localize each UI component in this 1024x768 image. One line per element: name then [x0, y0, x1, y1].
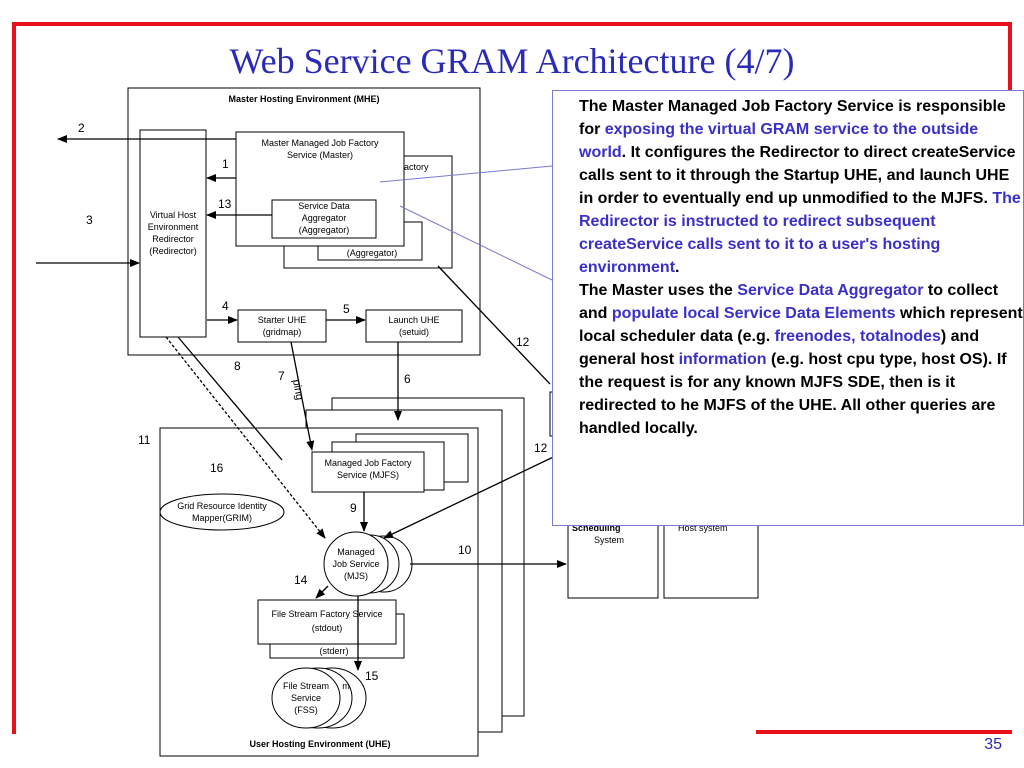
callout-paragraph-2: The Master uses the Service Data Aggrega… — [579, 279, 1023, 440]
mjs-line2: Job Service — [332, 559, 379, 569]
launch-uhe-line2: (setuid) — [399, 327, 429, 337]
line-12b — [437, 265, 551, 385]
scheduling-line2: System — [594, 535, 624, 545]
step-12a: 12 — [516, 335, 530, 349]
host-system-box — [663, 517, 759, 599]
mjs-circle — [323, 531, 389, 597]
grim-line1: Grid Resource Identity — [177, 501, 267, 511]
callout-text: which represent local scheduler data (e.… — [579, 305, 1023, 345]
file-factory-box — [257, 599, 397, 645]
aggregator-box — [271, 199, 377, 239]
callout-highlight: Service Data Aggregator — [737, 282, 924, 299]
step-15: 15 — [365, 669, 379, 683]
callout-pointer-2 — [399, 205, 553, 281]
callout-highlight: populate local Service Data Elements — [611, 305, 896, 322]
master-factory-line1: Master Managed Job Factory — [261, 138, 379, 148]
callout-highlight: exposing the virtual GRAM service to the… — [579, 121, 979, 161]
redirector-line1: Virtual Host — [150, 210, 197, 220]
grim-ellipse — [159, 493, 285, 531]
stderr-label: (stderr) — [320, 646, 349, 656]
arrow-8 — [165, 336, 326, 539]
step-10: 10 — [458, 543, 472, 557]
redirector-box — [139, 129, 207, 338]
scheduling-line1: Scheduling — [572, 523, 621, 533]
redirector-line2: Environment — [148, 222, 199, 232]
mjfs-box — [311, 451, 425, 493]
step-8: 8 — [234, 359, 241, 373]
callout-box: The Master Managed Job Factory Service i… — [552, 90, 1024, 526]
starter-uhe-line2: (gridmap) — [263, 327, 302, 337]
fss-ellipse — [271, 667, 341, 729]
step-3: 3 — [86, 213, 93, 227]
page-number: 35 — [984, 736, 1002, 753]
step-6: 6 — [404, 372, 411, 386]
callout-text: . — [675, 259, 680, 276]
arrow-12 — [383, 449, 569, 539]
callout-text: to collect and — [579, 282, 999, 322]
callout-highlight: freenodes, totalnodes — [774, 328, 941, 345]
callout-text: ) and general host — [579, 328, 980, 368]
redirector-line3: Redirector — [152, 234, 194, 244]
mjfs-line1: Managed Job Factory — [324, 458, 412, 468]
master-factory-line2: Service (Master) — [287, 150, 353, 160]
callout-paragraph-1: The Master Managed Job Factory Service i… — [579, 95, 1023, 279]
grim-line2: Mapper(GRIM) — [192, 513, 252, 523]
launch-uhe-box — [365, 309, 463, 343]
arrow-7 — [290, 341, 315, 451]
mjs-line1: Managed — [337, 547, 375, 557]
fss-shadow-label: m — [342, 681, 350, 691]
callout-text: The Master Managed Job Factory Service i… — [579, 98, 1006, 138]
file-factory-line1: File Stream Factory Service — [271, 609, 382, 619]
fss-line2: Service — [291, 693, 321, 703]
callout-highlight: information — [678, 351, 767, 368]
aggregator-line1: Service Data — [298, 201, 350, 211]
arrow-14 — [315, 585, 329, 599]
slide-title: Web Service GRAM Architecture (4/7) — [229, 41, 795, 81]
shadow-factory-label: actory — [404, 162, 429, 172]
mjs-line3: (MJS) — [344, 571, 368, 581]
file-factory-line2: (stdout) — [312, 623, 343, 633]
step-7: 7 — [278, 369, 285, 383]
starter-uhe-line1: Starter UHE — [258, 315, 307, 325]
fss-line3: (FSS) — [294, 705, 318, 715]
callout-text: The Master uses the — [579, 282, 738, 299]
uhe-label: User Hosting Environment (UHE) — [249, 739, 390, 749]
slide-frame-left — [12, 22, 16, 734]
shadow-aggregator-label: (Aggregator) — [347, 248, 398, 258]
redirector-line4: (Redirector) — [149, 246, 197, 256]
step-14: 14 — [294, 573, 308, 587]
arrows — [36, 135, 721, 671]
callout-text: . It configures the Redirector to direct… — [579, 144, 1016, 207]
step-5: 5 — [343, 302, 350, 316]
fss-line1: File Stream — [283, 681, 329, 691]
step-16: 16 — [210, 461, 224, 475]
mhe-label: Master Hosting Environment (MHE) — [228, 94, 379, 104]
callout-text: (e.g. host cpu type, host OS). If the re… — [579, 351, 1007, 437]
aggregator-line3: (Aggregator) — [299, 225, 350, 235]
host-system-label: Host system — [678, 523, 728, 533]
step-12b: 12 — [534, 441, 548, 455]
step-4: 4 — [222, 299, 229, 313]
starter-uhe-box — [237, 309, 327, 343]
step-2: 2 — [78, 121, 85, 135]
callout-highlight: The Redirector is instructed to redirect… — [579, 190, 1021, 276]
callout-pointer — [379, 165, 553, 183]
line-12a — [177, 336, 283, 461]
launch-uhe-line1: Launch UHE — [388, 315, 439, 325]
step-11: 11 — [138, 433, 151, 447]
ping-label: ping — [290, 378, 305, 401]
step-9: 9 — [350, 501, 357, 515]
slide-frame-bottom — [756, 730, 1012, 734]
mjfs-line2: Service (MJFS) — [337, 470, 399, 480]
step-1: 1 — [222, 157, 229, 171]
step-13: 13 — [218, 197, 232, 211]
slide-frame-top — [12, 22, 1012, 26]
scheduling-system-box — [567, 517, 659, 599]
aggregator-line2: Aggregator — [302, 213, 347, 223]
